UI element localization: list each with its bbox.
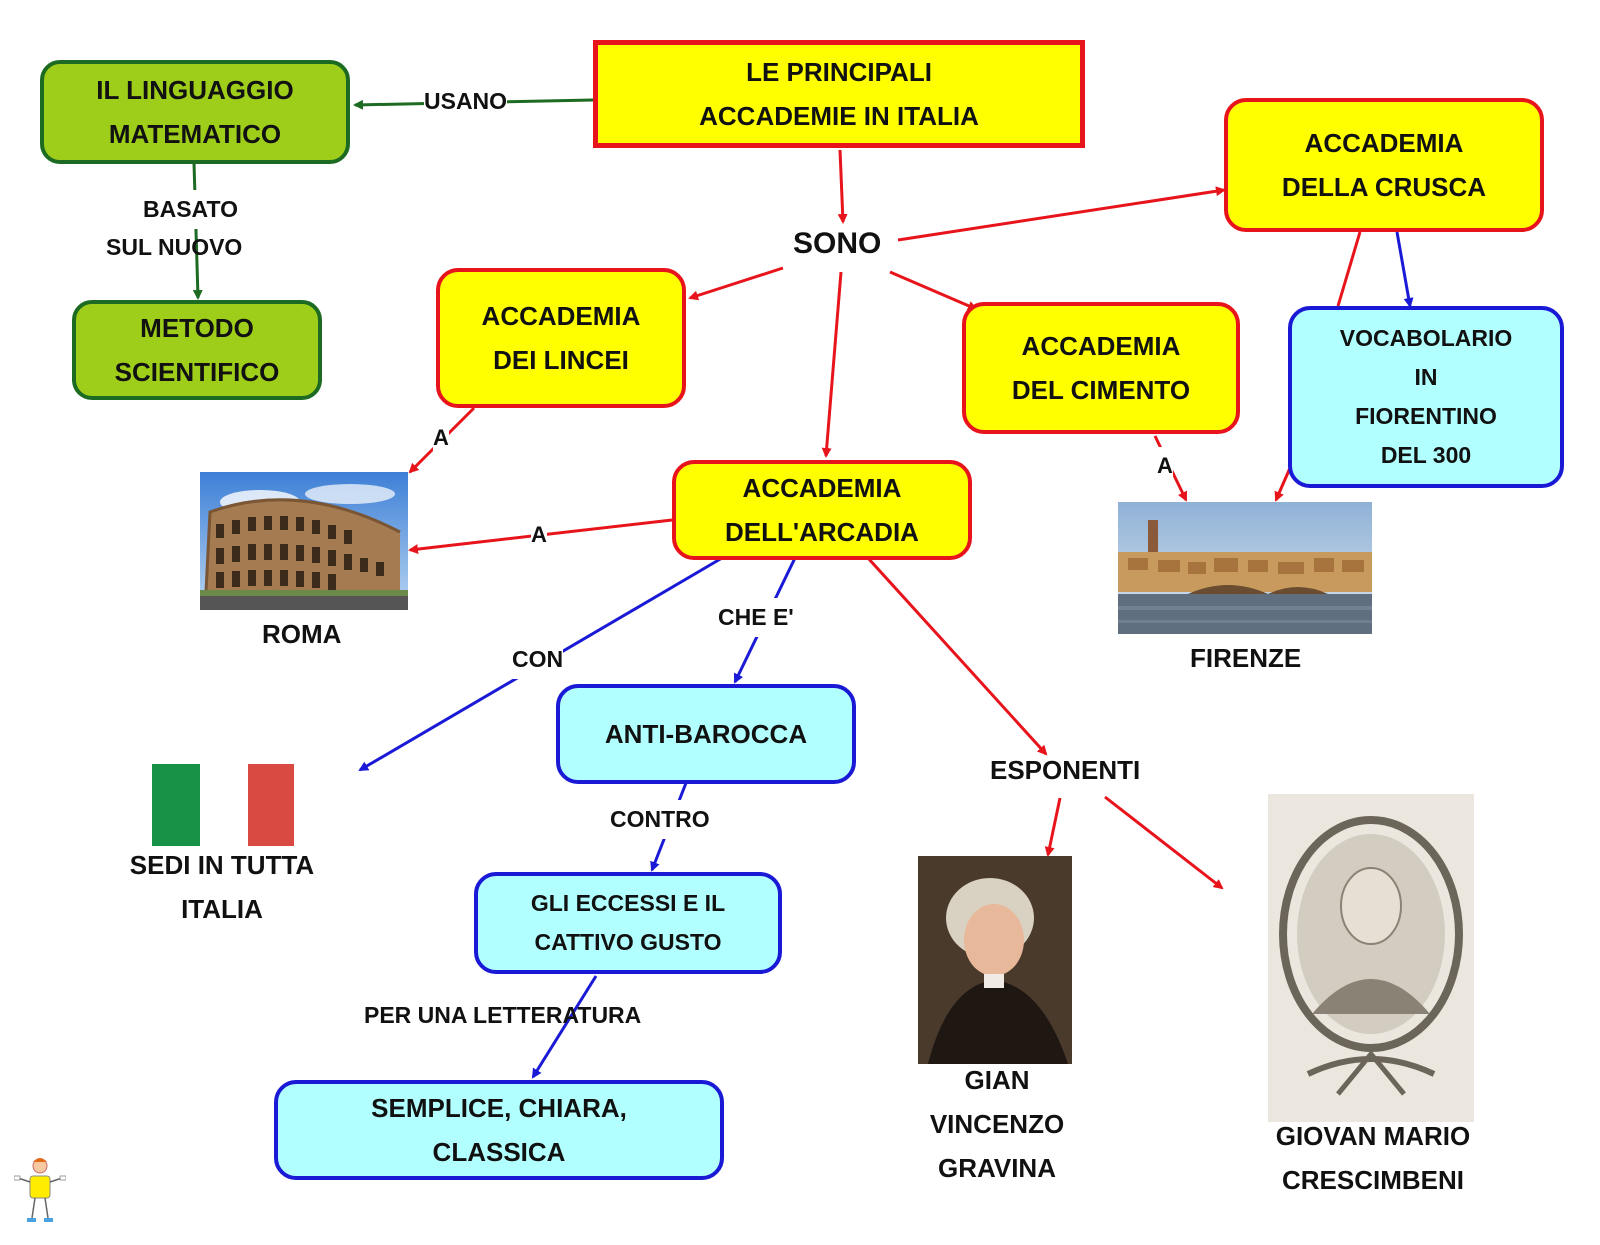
edge-esponenti-crescimbeni xyxy=(1104,795,1224,890)
edge-title-sono xyxy=(837,149,848,224)
edge-crusca-vocabolario-blue xyxy=(1395,231,1414,308)
label-gian-vincenzo-gravina: GIAN VINCENZO GRAVINA xyxy=(929,1065,1065,1184)
label-sedi-in-tutta-italia: SEDI IN TUTTA ITALIA xyxy=(129,850,315,925)
edge-basato xyxy=(192,162,203,300)
edge-sono-arcadia xyxy=(821,271,843,458)
roma-colosseum-image xyxy=(200,472,408,610)
label-con: CON xyxy=(512,640,564,680)
node-accademia-lincei: ACCADEMIA DEI LINCEI xyxy=(436,268,686,408)
label-che-e: CHE E' xyxy=(718,598,794,638)
edge-sono-crusca xyxy=(897,186,1226,242)
label-per-una-letteratura: PER UNA LETTERATURA xyxy=(364,1002,642,1028)
node-accademia-crusca: ACCADEMIA DELLA CRUSCA xyxy=(1224,98,1544,232)
edge-arcadia-esponenti xyxy=(866,556,1048,756)
node-accademia-arcadia: ACCADEMIA DELL'ARCADIA xyxy=(672,460,972,560)
node-vocabolario: VOCABOLARIO IN FIORENTINO DEL 300 xyxy=(1288,306,1564,488)
label-roma: ROMA xyxy=(262,619,342,649)
label-esponenti: ESPONENTI xyxy=(990,755,1141,785)
italy-flag-green xyxy=(152,764,200,846)
node-eccessi: GLI ECCESSI E IL CATTIVO GUSTO xyxy=(474,872,782,974)
edge-crusca-vocabolario xyxy=(1336,231,1362,307)
label-giovan-mario-crescimbeni: GIOVAN MARIO CRESCIMBENI xyxy=(1275,1121,1471,1196)
ponte-vecchio-icon xyxy=(1118,502,1372,634)
label-basato: BASATO xyxy=(143,190,238,230)
node-accademia-cimento: ACCADEMIA DEL CIMENTO xyxy=(962,302,1240,434)
node-semplice: SEMPLICE, CHIARA, CLASSICA xyxy=(274,1080,724,1180)
edge-sono-lincei xyxy=(688,266,784,301)
label-sono: SONO xyxy=(793,227,882,260)
portrait-gravina-icon xyxy=(918,856,1072,1064)
edge-sono-cimento xyxy=(889,270,978,311)
label-sul-nuovo: SUL NUOVO xyxy=(106,234,243,260)
italy-flag-red xyxy=(248,764,294,846)
mascot-icon xyxy=(14,1158,66,1222)
label-firenze: FIRENZE xyxy=(1190,643,1302,673)
gravina-portrait-image xyxy=(918,856,1072,1064)
node-linguaggio-matematico: IL LINGUAGGIO MATEMATICO xyxy=(40,60,350,164)
portrait-crescimbeni-icon xyxy=(1268,794,1474,1122)
edge-eccessi-semplice xyxy=(531,975,598,1079)
label-a-cimento: A xyxy=(1157,447,1173,485)
edge-esponenti-gravina xyxy=(1044,797,1062,857)
label-usano: USANO xyxy=(424,82,508,122)
label-contro: CONTRO xyxy=(610,800,710,840)
label-a-arcadia: A xyxy=(531,516,547,554)
label-a-lincei: A xyxy=(433,419,449,457)
node-anti-barocca: ANTI-BAROCCA xyxy=(556,684,856,784)
node-title: LE PRINCIPALI ACCADEMIE IN ITALIA xyxy=(593,40,1085,148)
firenze-ponte-vecchio-image xyxy=(1118,502,1372,634)
node-metodo-scientifico: METODO SCIENTIFICO xyxy=(72,300,322,400)
colosseum-icon xyxy=(200,472,408,610)
crescimbeni-engraving-image xyxy=(1268,794,1474,1122)
